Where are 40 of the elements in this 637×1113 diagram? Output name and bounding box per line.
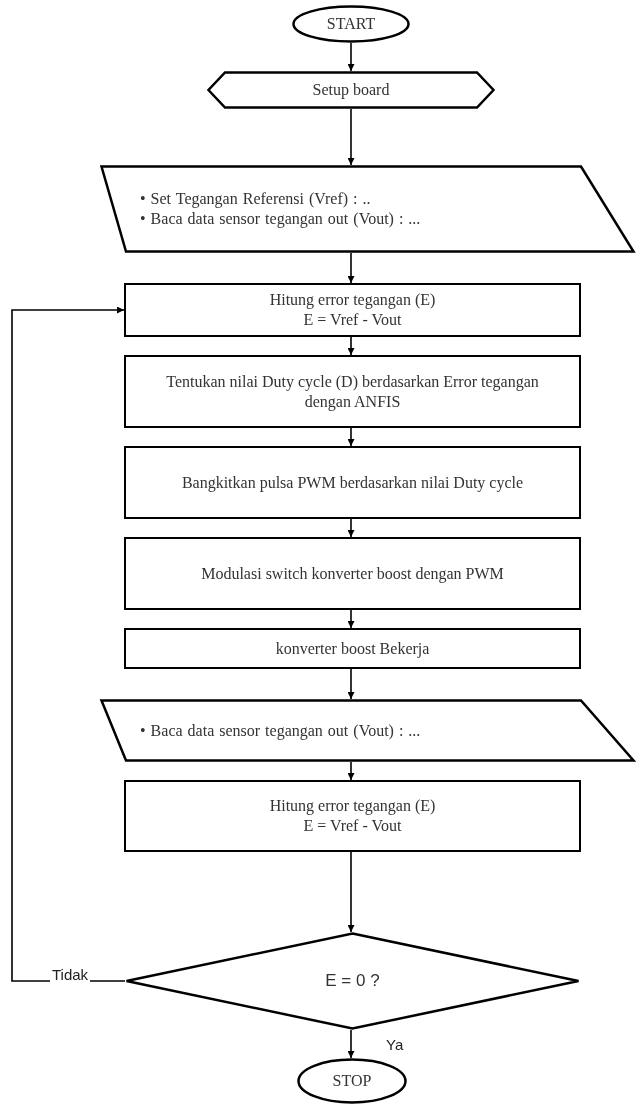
node-text: Hitung error tegangan (E) [269,290,436,310]
arrow [347,609,355,629]
decision-diamond [125,932,580,1030]
node-text: Modulasi switch konverter boost dengan PWM [201,563,504,584]
terminal-ellipse [297,1058,407,1104]
process-box [124,355,581,428]
node-text: konverter boost Bekerja [275,638,430,659]
node-text: E = Vref - Vout [303,310,402,330]
preparation-hexagon [207,71,495,109]
arrow [347,42,355,72]
input-parallelogram [100,165,635,253]
node-text: E = Vref - Vout [303,816,402,836]
process-box [124,537,581,610]
node-text: Bangkitkan pulsa PWM berdasarkan nilai Duty cycle [181,472,524,493]
bullet-item: • Baca data sensor tegangan out (Vout) : ... [140,720,421,741]
arrow [347,851,355,933]
bullet-item: • Set Tegangan Referensi (Vref) : .. [140,189,371,209]
arrow [347,1029,355,1059]
arrow [347,668,355,700]
arrow [347,108,355,166]
node-text: STOP [332,1071,372,1091]
process-box [124,283,581,337]
node-text: E = 0 ? [325,970,380,992]
arrow [347,252,355,284]
process-box [124,446,581,519]
node-text: Tentukan nilai Duty cycle (D) berdasarkan Error tegangan dengan ANFIS [165,371,540,412]
node-text: Setup board [312,80,390,100]
node-text: Hitung error tegangan (E) [269,796,436,816]
process-box [124,780,581,852]
input-parallelogram [100,699,635,762]
arrow [347,427,355,447]
edge-label: Tidak [50,966,91,983]
arrow [347,761,355,781]
bullet-item: • Baca data sensor tegangan out (Vout) : ... [140,209,421,229]
node-text: START [326,14,376,34]
arrow [11,306,126,982]
arrow [347,518,355,538]
arrow [347,336,355,356]
process-box [124,628,581,669]
terminal-ellipse [292,5,410,43]
